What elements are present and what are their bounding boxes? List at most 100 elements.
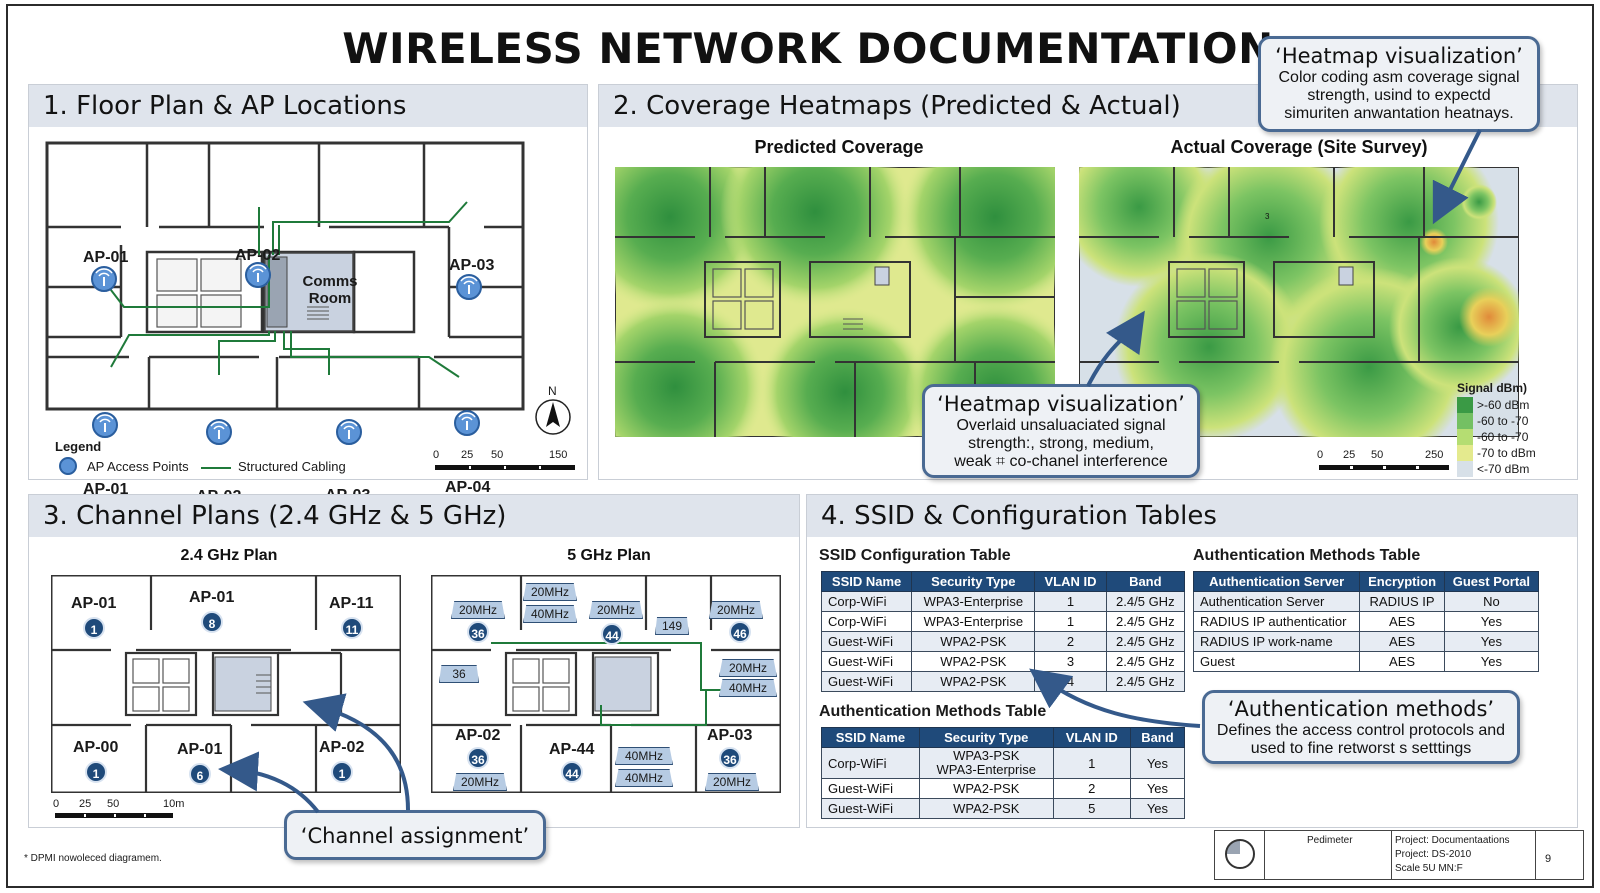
- title-block-logo: [1215, 831, 1265, 879]
- table-header-cell: Encryption: [1359, 571, 1445, 592]
- north-label: N: [548, 384, 557, 398]
- wifi-antenna-icon: [336, 419, 362, 445]
- table-cell: Authentication Server: [1192, 591, 1361, 612]
- table-cell: Guest-WiFi: [820, 671, 913, 692]
- signal-legend-label: -70 to dBm: [1477, 446, 1536, 460]
- ap-label: AP-01: [177, 741, 223, 758]
- title-block-divider: [1391, 831, 1392, 879]
- floor-plan-panel: 1. Floor Plan & AP Locations: [28, 84, 588, 505]
- table-cell: 3: [1034, 651, 1107, 672]
- callout-auth: ‘Authentication methods’ Defines the acc…: [1202, 690, 1520, 764]
- predicted-title: Predicted Coverage: [754, 137, 924, 157]
- wifi-antenna-icon: [454, 410, 480, 436]
- ssid-heading: 4. SSID & Configuration Tables: [807, 495, 1577, 537]
- auth2-table-title: Authentication Methods Table: [819, 703, 1047, 720]
- callout-title: ‘Authentication methods’: [1227, 697, 1495, 721]
- table-header-cell: Authentication Server: [1192, 571, 1361, 592]
- callout-body: used to fine retworst s setttings: [1250, 740, 1472, 757]
- ap-label: AP-04: [445, 479, 491, 496]
- table-cell: AES: [1359, 611, 1445, 632]
- ap-label: AP-03: [449, 257, 495, 274]
- plan24-title: 2.4 GHz Plan: [180, 547, 278, 564]
- survey-marker: 3: [1265, 212, 1270, 221]
- signal-swatch: [1457, 461, 1473, 477]
- table-cell: WPA3-Enterprise: [911, 591, 1036, 612]
- legend-title: Legend: [55, 439, 102, 454]
- table-cell: WPA2-PSK: [911, 671, 1036, 692]
- wifi-antenna-icon: [91, 266, 117, 292]
- table-cell: 1: [1034, 591, 1107, 612]
- legend-ap-label: AP Access Points: [87, 459, 189, 474]
- signal-legend: >-60 dBm-60 to -70-60 to -70-70 to dBm<-…: [1457, 397, 1557, 477]
- table-cell: 2: [1034, 631, 1107, 652]
- table-cell: 2.4/5 GHz: [1105, 591, 1186, 612]
- floor-plan-heading: 1. Floor Plan & AP Locations: [29, 85, 587, 127]
- signal-legend-label: -60 to -70: [1477, 414, 1529, 428]
- channel-width-tag: 36: [439, 665, 479, 683]
- channel-width-tag: 20MHz: [453, 773, 507, 791]
- scale-tick: 25: [1343, 449, 1356, 461]
- table-cell: AES: [1359, 651, 1445, 672]
- signal-swatch: [1457, 397, 1473, 413]
- ssid-panel: 4. SSID & Configuration Tables SSID Conf…: [806, 494, 1578, 828]
- table-cell: Corp-WiFi: [821, 747, 920, 779]
- table-cell: 2.4/5 GHz: [1105, 651, 1186, 672]
- table-header-cell: VLAN ID: [1034, 571, 1107, 592]
- ap-label: AP-11: [329, 595, 374, 612]
- scale-tick: 50: [107, 798, 120, 810]
- channel-plans-heading: 3. Channel Plans (2.4 GHz & 5 GHz): [29, 495, 799, 537]
- channel-width-tag: 20MHz: [705, 773, 759, 791]
- predicted-heatmap: [615, 167, 1055, 437]
- callout-title: ‘Channel assignment’: [300, 824, 530, 848]
- table-cell: Guest-WiFi: [820, 631, 913, 652]
- signal-legend-label: <-70 dBm: [1477, 462, 1530, 476]
- page-title: WIRELESS NETWORK DOCUMENTATION: [342, 24, 1274, 73]
- title-block: Pedimeter Project: Documentaations Proje…: [1214, 830, 1584, 880]
- wifi-antenna-icon: [59, 457, 77, 475]
- table-cell: WPA3-Enterprise: [911, 611, 1036, 632]
- title-block-line1: Project: Documentaations: [1395, 835, 1510, 846]
- ap-label: AP-02: [455, 727, 501, 744]
- table-cell: Guest-WiFi: [821, 798, 920, 819]
- title-block-line2: Project: DS-2010: [1395, 849, 1472, 860]
- table-header-cell: Band: [1105, 571, 1186, 592]
- pie-logo-icon: [1225, 839, 1255, 869]
- table-header-cell: Band: [1129, 727, 1186, 748]
- scale-bar: [55, 813, 173, 818]
- wifi-antenna-icon: [92, 412, 118, 438]
- channel-badge: 46: [729, 621, 751, 643]
- ap-icons: [91, 262, 482, 445]
- ap-label: AP-01: [71, 595, 117, 612]
- comms-room-label: Comms Room: [302, 273, 358, 307]
- table-cell: 5: [1052, 798, 1131, 819]
- north-arrow-icon: [535, 399, 571, 435]
- channel-width-tag: 40MHz: [523, 605, 577, 623]
- ap-label: AP-00: [73, 739, 119, 756]
- callout-body: Defines the access control protocols and: [1216, 722, 1506, 739]
- callout-title: ‘Heatmap visualization’: [1275, 44, 1523, 68]
- table-header-cell: SSID Name: [820, 571, 913, 592]
- scale-tick: 0: [1317, 449, 1324, 461]
- wifi-antenna-icon: [456, 274, 482, 300]
- table-cell: WPA2-PSK: [911, 631, 1036, 652]
- table-cell: WPA2-PSK: [918, 778, 1054, 799]
- table-cell: Yes: [1129, 798, 1186, 819]
- ap-label: AP-02: [235, 247, 281, 264]
- footer-note: * DPMI nowoleced diagramem.: [24, 853, 162, 864]
- ap-label: AP-02: [319, 739, 365, 756]
- scale-tick: 250: [1425, 449, 1444, 461]
- table-cell: 2.4/5 GHz: [1105, 671, 1186, 692]
- table-cell: 2.4/5 GHz: [1105, 631, 1186, 652]
- signal-legend-item: >-60 dBm: [1457, 397, 1557, 413]
- auth-table-title: Authentication Methods Table: [1193, 547, 1421, 564]
- floor-plan-drawing: [45, 141, 571, 445]
- channel-badge: 36: [467, 621, 489, 643]
